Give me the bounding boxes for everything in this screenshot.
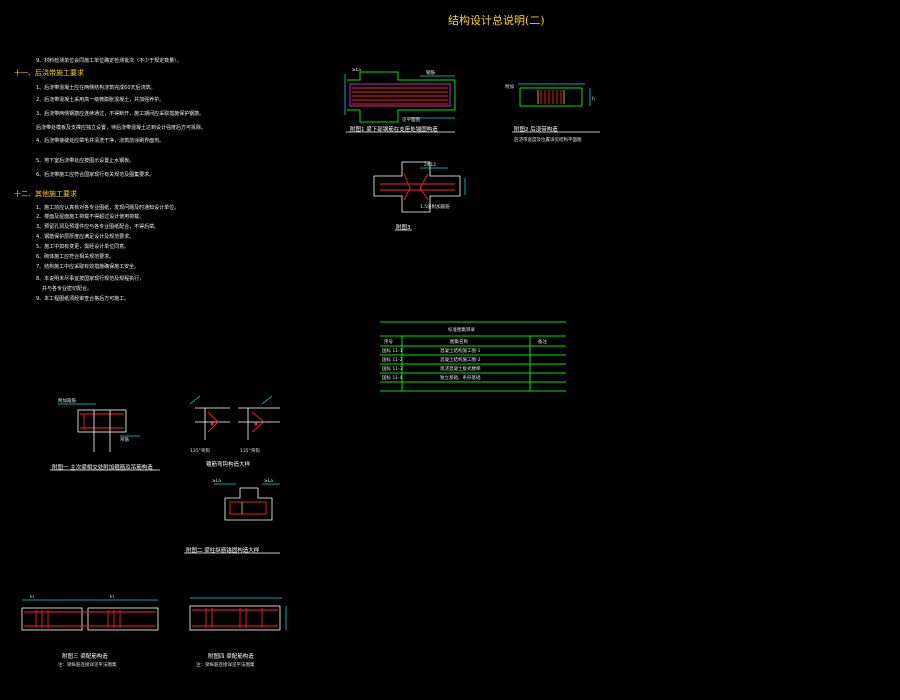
table-cell: 混凝土结构施工图-1 [440,347,481,354]
sec11-item: 后浇带处模板及支撑应独立设置，待后浇带混凝土达到设计强度后方可拆除。 [36,124,206,131]
sec12-item: 5、施工中如有变更，需经设计单位同意。 [36,243,129,250]
figure-4-beam-stirrups: 附加箍筋 吊筋 附图一 主次梁相交处附加箍筋及吊筋构造 [50,397,160,471]
figure-7-note: 注：梁纵筋连接详见平法图集 [58,661,117,668]
figure-4-caption: 附图一 主次梁相交处附加箍筋及吊筋构造 [52,463,153,471]
section-12-title: 十二、其他施工要求 [14,189,77,198]
svg-text:见平面图: 见平面图 [402,117,420,123]
notes-intro: 9、材料检测单位会同施工单位确定检测批次（不少于规定数量）。 [36,57,182,64]
atlas-table: 标准图集目录 序号 图集名称 备注 国标 11-1 混凝土结构施工图-1 国标 … [380,321,566,392]
figure-1-caption: 附图1 梁下部钢筋在支座处锚固构造 [350,125,438,133]
svg-text:≥La: ≥La [352,67,361,73]
figure-6-caption: 附图二 梁柱纵筋锚固构造大样 [186,546,260,554]
sec12-item: 6、砌体施工应符合相关规范要求。 [36,253,114,260]
sheet-title: 结构设计总说明(二) [448,13,545,27]
figure-8-caption: 附图四 梁配筋构造 [208,652,254,660]
figure-5-caption: 箍筋弯钩构造大样 [206,460,251,468]
figure-7-caption: 附图三 梁配筋构造 [62,652,108,660]
table-cell: 国标 11-1 [382,347,403,354]
sec11-item: 4、后浇带接缝处应凿毛并清洗干净，浇筑前涂刷界面剂。 [36,137,164,144]
sec11-item: 6、后浇带施工应符合国家现行有关规范及图集要求。 [36,171,154,178]
sec11-item: 1、后浇带混凝土应在两侧结构浇筑完成60天后浇筑。 [36,84,156,91]
svg-text:h: h [592,96,595,102]
table-cell: 独立基础、条形基础 [440,374,481,381]
svg-text:135°弯钩: 135°弯钩 [240,447,260,454]
figure-8-beam-reinforcement: 附图四 梁配筋构造 注：梁纵筋连接详见平法图集 [189,597,287,668]
svg-text:ln: ln [110,594,114,600]
figure-7-beam-reinforcement: ln ln 附图三 梁配筋构造 注：梁纵筋连接详见平法图集 [21,594,159,668]
svg-text:附加箍筋: 附加箍筋 [58,397,76,404]
sec12-item: 并与各专业密切配合。 [42,285,92,292]
svg-text:≥La: ≥La [212,478,221,484]
svg-text:1.5倍附加箍筋: 1.5倍附加箍筋 [420,203,450,210]
figure-2-caption: 附图2 后浇带构造 [514,125,558,133]
sec12-item: 9、本工程图纸须经审查合格后方可施工。 [36,295,129,302]
figure-3-caption: 附图3 [396,223,411,231]
svg-text:吊筋: 吊筋 [120,436,129,443]
figure-5-hook-details: 135°弯钩 135°弯钩 箍筋弯钩构造大样 [189,395,280,468]
figure-8-note: 注：梁纵筋连接详见平法图集 [196,661,255,668]
figure-2-subnote: 后浇带宽度及位置详见结构平面图 [514,136,582,143]
table-header: 序号 [384,338,393,345]
notes-block: 9、材料检测单位会同施工单位确定检测批次（不少于规定数量）。 十一、后浇带施工要… [14,57,206,302]
table-title: 标准图集目录 [448,326,475,333]
table-cell: 国标 11-3 [382,365,403,372]
sec11-item: 2、后浇带混凝土采用高一级微膨胀混凝土，并加强养护。 [36,96,164,103]
sec12-item: 7、结构施工中应采取有效措施确保施工安全。 [36,263,139,270]
figure-3-beam-column-joint: 2Φ12 1.5倍附加箍筋 附图3 [373,161,466,231]
figure-1-beam-anchorage: ≥La 钢筋 见平面图 附图1 梁下部钢筋在支座处锚固构造 [344,67,456,133]
table-header: 图集名称 [450,338,468,345]
svg-text:135°弯钩: 135°弯钩 [190,447,210,454]
sec12-item: 4、钢筋保护层厚度应满足设计及规范要求。 [36,233,134,240]
sec12-item: 3、预留孔洞及预埋件应与各专业图纸配合，不得后凿。 [36,223,159,230]
figure-6-anchorage-detail: ≥La ≥La 附图二 梁柱纵筋锚固构造大样 [184,478,280,554]
table-cell: 现浇混凝土板式楼梯 [440,365,481,372]
sec12-item: 2、楼面及屋面施工荷载不得超过设计使用荷载。 [36,213,144,220]
table-cell: 国标 11-4 [382,374,403,381]
section-11-title: 十一、后浇带施工要求 [14,68,84,77]
svg-text:附加: 附加 [505,83,514,90]
sec12-item: 1、施工前应认真核对各专业图纸，发现问题及时通知设计单位。 [36,204,179,211]
svg-text:ln: ln [30,594,34,600]
table-header: 备注 [538,338,547,345]
svg-text:≥La: ≥La [264,478,273,484]
svg-text:钢筋: 钢筋 [426,69,435,76]
sec12-item: 8、本说明未尽事宜按国家现行规范及规程执行， [36,275,144,282]
sec11-item: 3、后浇带两侧钢筋应连续通过，不得断开，施工期间应采取措施保护钢筋。 [36,110,204,117]
figure-2-post-cast-strip: 附加 h 附图2 后浇带构造 后浇带宽度及位置详见结构平面图 [505,83,600,143]
svg-text:2Φ12: 2Φ12 [424,162,436,168]
table-cell: 混凝土结构施工图-2 [440,356,481,363]
table-cell: 国标 11-2 [382,356,403,363]
sec11-item: 5、地下室后浇带处应按图示设置止水钢板。 [36,157,134,164]
